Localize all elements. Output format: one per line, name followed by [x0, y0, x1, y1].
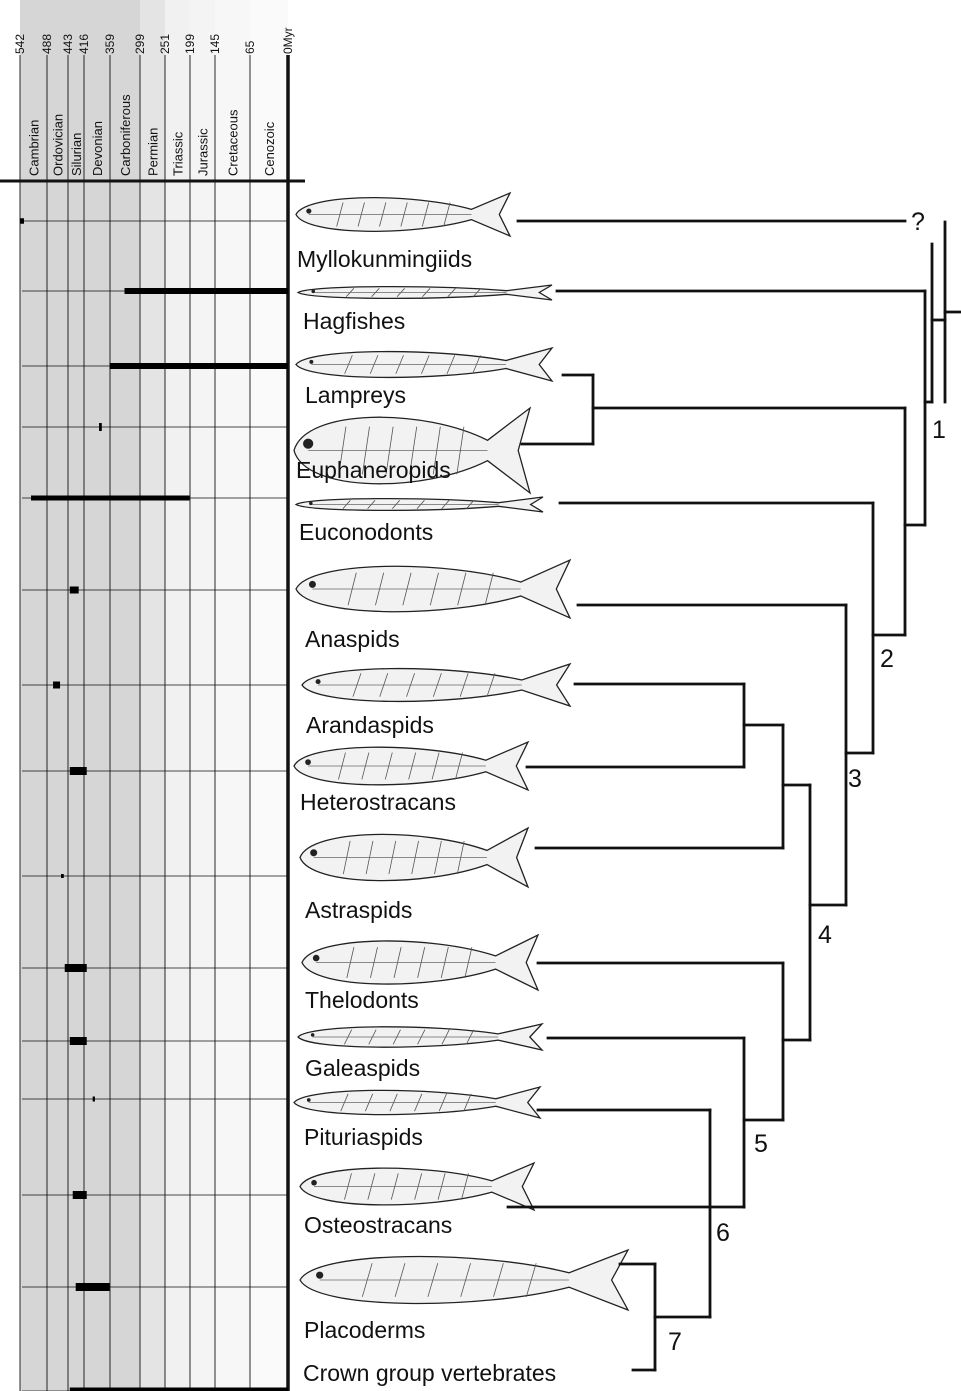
period-band-permian	[140, 0, 165, 1391]
period-label-triassic: Triassic	[171, 131, 186, 176]
age-label: 416	[77, 34, 91, 54]
period-shading	[20, 0, 288, 1391]
period-label-silurian: Silurian	[69, 133, 84, 176]
fish-silhouette-icon	[296, 193, 510, 236]
fish-silhouette-icon	[300, 828, 528, 887]
fish-silhouette-icon	[298, 285, 552, 300]
period-band-cretaceous	[215, 0, 250, 1391]
age-label: 542	[13, 34, 27, 54]
taxon-label-myllokunmingiids: Myllokunmingiids	[297, 246, 472, 272]
period-label-carboniferous: Carboniferous	[118, 94, 133, 176]
period-band-silurian	[68, 0, 84, 1391]
age-label: 145	[208, 34, 222, 54]
node-label-7: 7	[668, 1328, 682, 1356]
taxon-label-euconodonts: Euconodonts	[299, 519, 433, 545]
fish-silhouette-icon	[300, 1163, 534, 1210]
taxon-label-lampreys: Lampreys	[305, 382, 406, 408]
cladogram	[508, 221, 961, 1370]
period-label-cenozoic: Cenozoic	[262, 121, 277, 176]
taxon-label-galeaspids: Galeaspids	[305, 1055, 420, 1081]
period-label-permian: Permian	[146, 128, 161, 176]
period-band-cenozoic	[250, 0, 288, 1391]
age-label: 443	[61, 34, 75, 54]
uncertain-placement-mark: ?	[911, 208, 925, 236]
taxon-label-astraspids: Astraspids	[305, 897, 412, 923]
period-band-jurassic	[190, 0, 215, 1391]
node-label-1: 1	[932, 416, 946, 444]
taxon-label-heterostracans: Heterostracans	[300, 789, 456, 815]
period-band-cambrian	[20, 0, 47, 1391]
age-label: 299	[133, 34, 147, 54]
age-label: 359	[103, 34, 117, 54]
node-label-2: 2	[880, 645, 894, 673]
age-label: 0Myr	[281, 27, 295, 54]
taxon-label-placoderms: Placoderms	[304, 1317, 425, 1343]
period-label-cretaceous: Cretaceous	[226, 109, 241, 176]
taxon-label-euphaneropids: Euphaneropids	[296, 457, 451, 483]
taxon-label-arandaspids: Arandaspids	[306, 712, 434, 738]
fish-silhouette-icon	[300, 1250, 628, 1310]
fish-silhouette-icon	[296, 348, 552, 381]
fish-silhouette-icon	[302, 935, 538, 990]
taxon-label-pituriaspids: Pituriaspids	[304, 1124, 423, 1150]
age-label: 251	[158, 34, 172, 54]
age-label: 199	[183, 34, 197, 54]
period-label-jurassic: Jurassic	[196, 128, 211, 176]
node-label-4: 4	[818, 921, 832, 949]
node-label-6: 6	[716, 1219, 730, 1247]
age-label: 65	[243, 40, 257, 54]
period-label-cambrian: Cambrian	[27, 120, 42, 176]
fish-silhouette-icon	[302, 664, 570, 706]
period-label-devonian: Devonian	[90, 121, 105, 176]
fish-silhouette-icon	[294, 1087, 540, 1118]
period-band-carboniferous	[110, 0, 140, 1391]
fish-silhouette-icon	[296, 560, 570, 618]
taxon-label-crown-group-vertebrates: Crown group vertebrates	[303, 1360, 556, 1386]
period-label-ordovician: Ordovician	[51, 114, 66, 176]
fish-silhouette-icon	[296, 497, 543, 512]
period-band-triassic	[165, 0, 190, 1391]
fish-silhouette-icon	[298, 1024, 542, 1050]
node-label-3: 3	[848, 765, 862, 793]
node-label-5: 5	[754, 1130, 768, 1158]
period-band-devonian	[84, 0, 110, 1391]
fish-silhouette-icon	[294, 742, 528, 790]
taxon-label-hagfishes: Hagfishes	[303, 308, 405, 334]
taxon-label-thelodonts: Thelodonts	[305, 987, 419, 1013]
period-band-ordovician	[47, 0, 68, 1391]
age-label: 488	[40, 34, 54, 54]
taxon-label-osteostracans: Osteostracans	[304, 1212, 452, 1238]
taxon-label-anaspids: Anaspids	[305, 626, 400, 652]
